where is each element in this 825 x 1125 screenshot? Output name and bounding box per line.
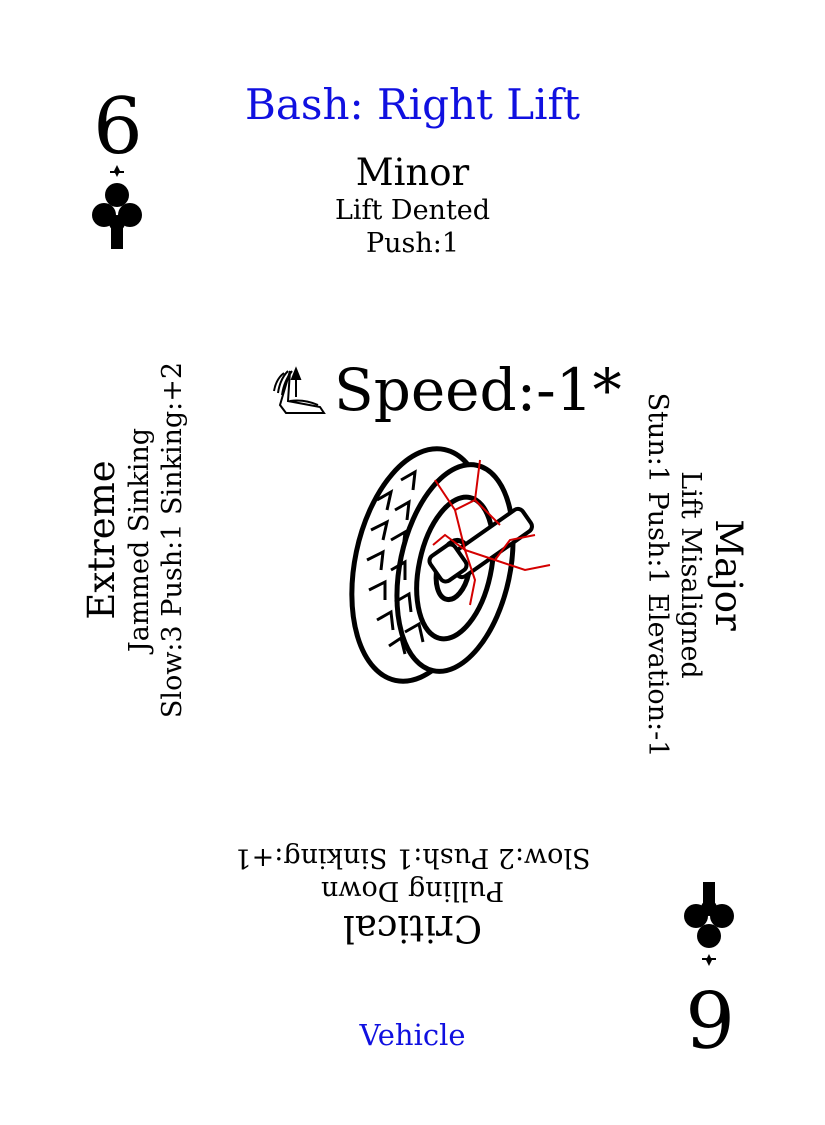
major-label: Major: [707, 519, 750, 631]
critical-block: Critical Pulling Down Slow:2 Push:1 Sink…: [0, 840, 825, 951]
critical-line2: Slow:2 Push:1 Sinking:+1: [234, 841, 591, 873]
winged-boot-icon: [273, 366, 326, 414]
category-label: Vehicle: [359, 1018, 466, 1052]
speed-row: Speed:-1*: [270, 355, 622, 425]
extreme-line2: Slow:3 Push:1 Sinking:+2: [157, 361, 189, 719]
critical-label: Critical: [342, 907, 483, 951]
major-line1: Lift Misaligned: [675, 471, 707, 679]
damaged-wheel-icon: [349, 446, 551, 684]
minor-block: Minor Lift Dented Push:1: [0, 151, 825, 261]
minor-line1: Lift Dented: [334, 194, 491, 226]
extreme-block: Extreme Jammed Sinking Slow:3 Push:1 Sin…: [80, 265, 190, 815]
extreme-label: Extreme: [80, 460, 123, 620]
major-block: Major Lift Misaligned Stun:1 Push:1 Elev…: [640, 300, 750, 850]
critical-line1: Pulling Down: [320, 875, 505, 907]
extreme-line1: Jammed Sinking: [123, 427, 155, 653]
minor-line2: Push:1: [365, 228, 460, 260]
rank-top: 6: [93, 82, 143, 172]
major-line2: Stun:1 Push:1 Elevation:-1: [641, 392, 673, 758]
club-icon: [92, 165, 142, 249]
speed-text: Speed:-1*: [334, 356, 622, 424]
club-icon: [684, 882, 734, 966]
card-title: Bash: Right Lift: [245, 80, 580, 129]
minor-label: Minor: [355, 151, 470, 194]
